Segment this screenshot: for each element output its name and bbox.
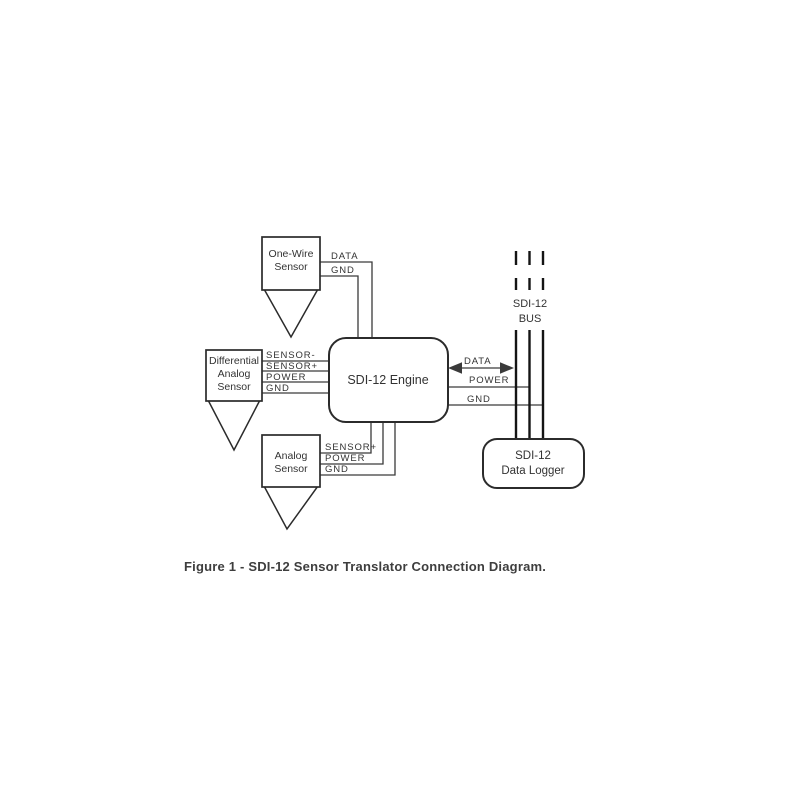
one-wire-sensor-box <box>261 236 321 291</box>
diff-power-label: POWER <box>266 372 306 383</box>
differential-sensor-label-line2: Analog <box>218 368 251 380</box>
sdi12-bus-lines <box>514 251 545 440</box>
diff-sensor-plus-label: SENSOR+ <box>266 361 318 372</box>
sdi12-bus-label-line2: BUS <box>519 313 542 325</box>
one-wire-sensor-pointer <box>262 288 320 339</box>
data-arrowheads <box>448 362 514 374</box>
node-boxes <box>205 236 585 489</box>
one-wire-sensor-label-line2: Sensor <box>274 261 308 273</box>
diff-gnd-label: GND <box>266 383 290 394</box>
sensor-pointers <box>206 288 320 531</box>
bus-dashed-segments <box>514 251 545 290</box>
sdi12-data-logger-label-line1: SDI-12 <box>515 450 551 462</box>
analog-sensor-box <box>261 434 321 488</box>
differential-sensor-label-line3: Sensor <box>217 381 251 393</box>
wire-analog-gnd <box>320 421 396 476</box>
wire-labels: DATA GND SENSOR- SENSOR+ POWER GND SENSO… <box>266 251 509 475</box>
wire-analog-power <box>320 421 384 465</box>
data-arrowhead-right-icon <box>500 362 514 374</box>
differential-sensor-box <box>205 349 263 402</box>
one-wire-data-label: DATA <box>331 251 359 262</box>
sdi12-bus-label-line1: SDI-12 <box>513 298 547 310</box>
figure-caption: Figure 1 - SDI-12 Sensor Translator Conn… <box>184 559 547 574</box>
analog-sensor-label-line1: Analog <box>275 450 308 462</box>
wire-one-wire-gnd <box>320 275 359 339</box>
one-wire-gnd-label: GND <box>331 265 355 276</box>
node-labels: One-Wire Sensor Differential Analog Sens… <box>209 248 565 477</box>
data-arrowhead-left-icon <box>448 362 462 374</box>
diff-sensor-minus-label: SENSOR- <box>266 350 316 361</box>
wire-analog-sensor-plus <box>320 421 372 454</box>
wire-one-wire-data <box>320 261 373 339</box>
analog-gnd-label: GND <box>325 464 349 475</box>
sdi12-data-logger-label-line2: Data Logger <box>501 465 564 477</box>
bus-power-label: POWER <box>469 375 509 386</box>
analog-power-label: POWER <box>325 453 365 464</box>
differential-sensor-pointer <box>206 399 262 452</box>
sdi12-engine-box <box>328 337 449 423</box>
wires <box>262 261 543 476</box>
bus-solid-lines <box>514 330 545 440</box>
bus-data-label: DATA <box>464 356 492 367</box>
sdi12-data-logger-box <box>482 438 585 489</box>
analog-sensor-plus-label: SENSOR+ <box>325 442 377 453</box>
one-wire-sensor-label-line1: One-Wire <box>269 248 314 260</box>
sdi12-engine-label: SDI-12 Engine <box>347 373 428 387</box>
bus-gnd-label: GND <box>467 394 491 405</box>
analog-sensor-pointer <box>262 485 320 531</box>
differential-sensor-label-line1: Differential <box>209 355 259 367</box>
analog-sensor-label-line2: Sensor <box>274 463 308 475</box>
